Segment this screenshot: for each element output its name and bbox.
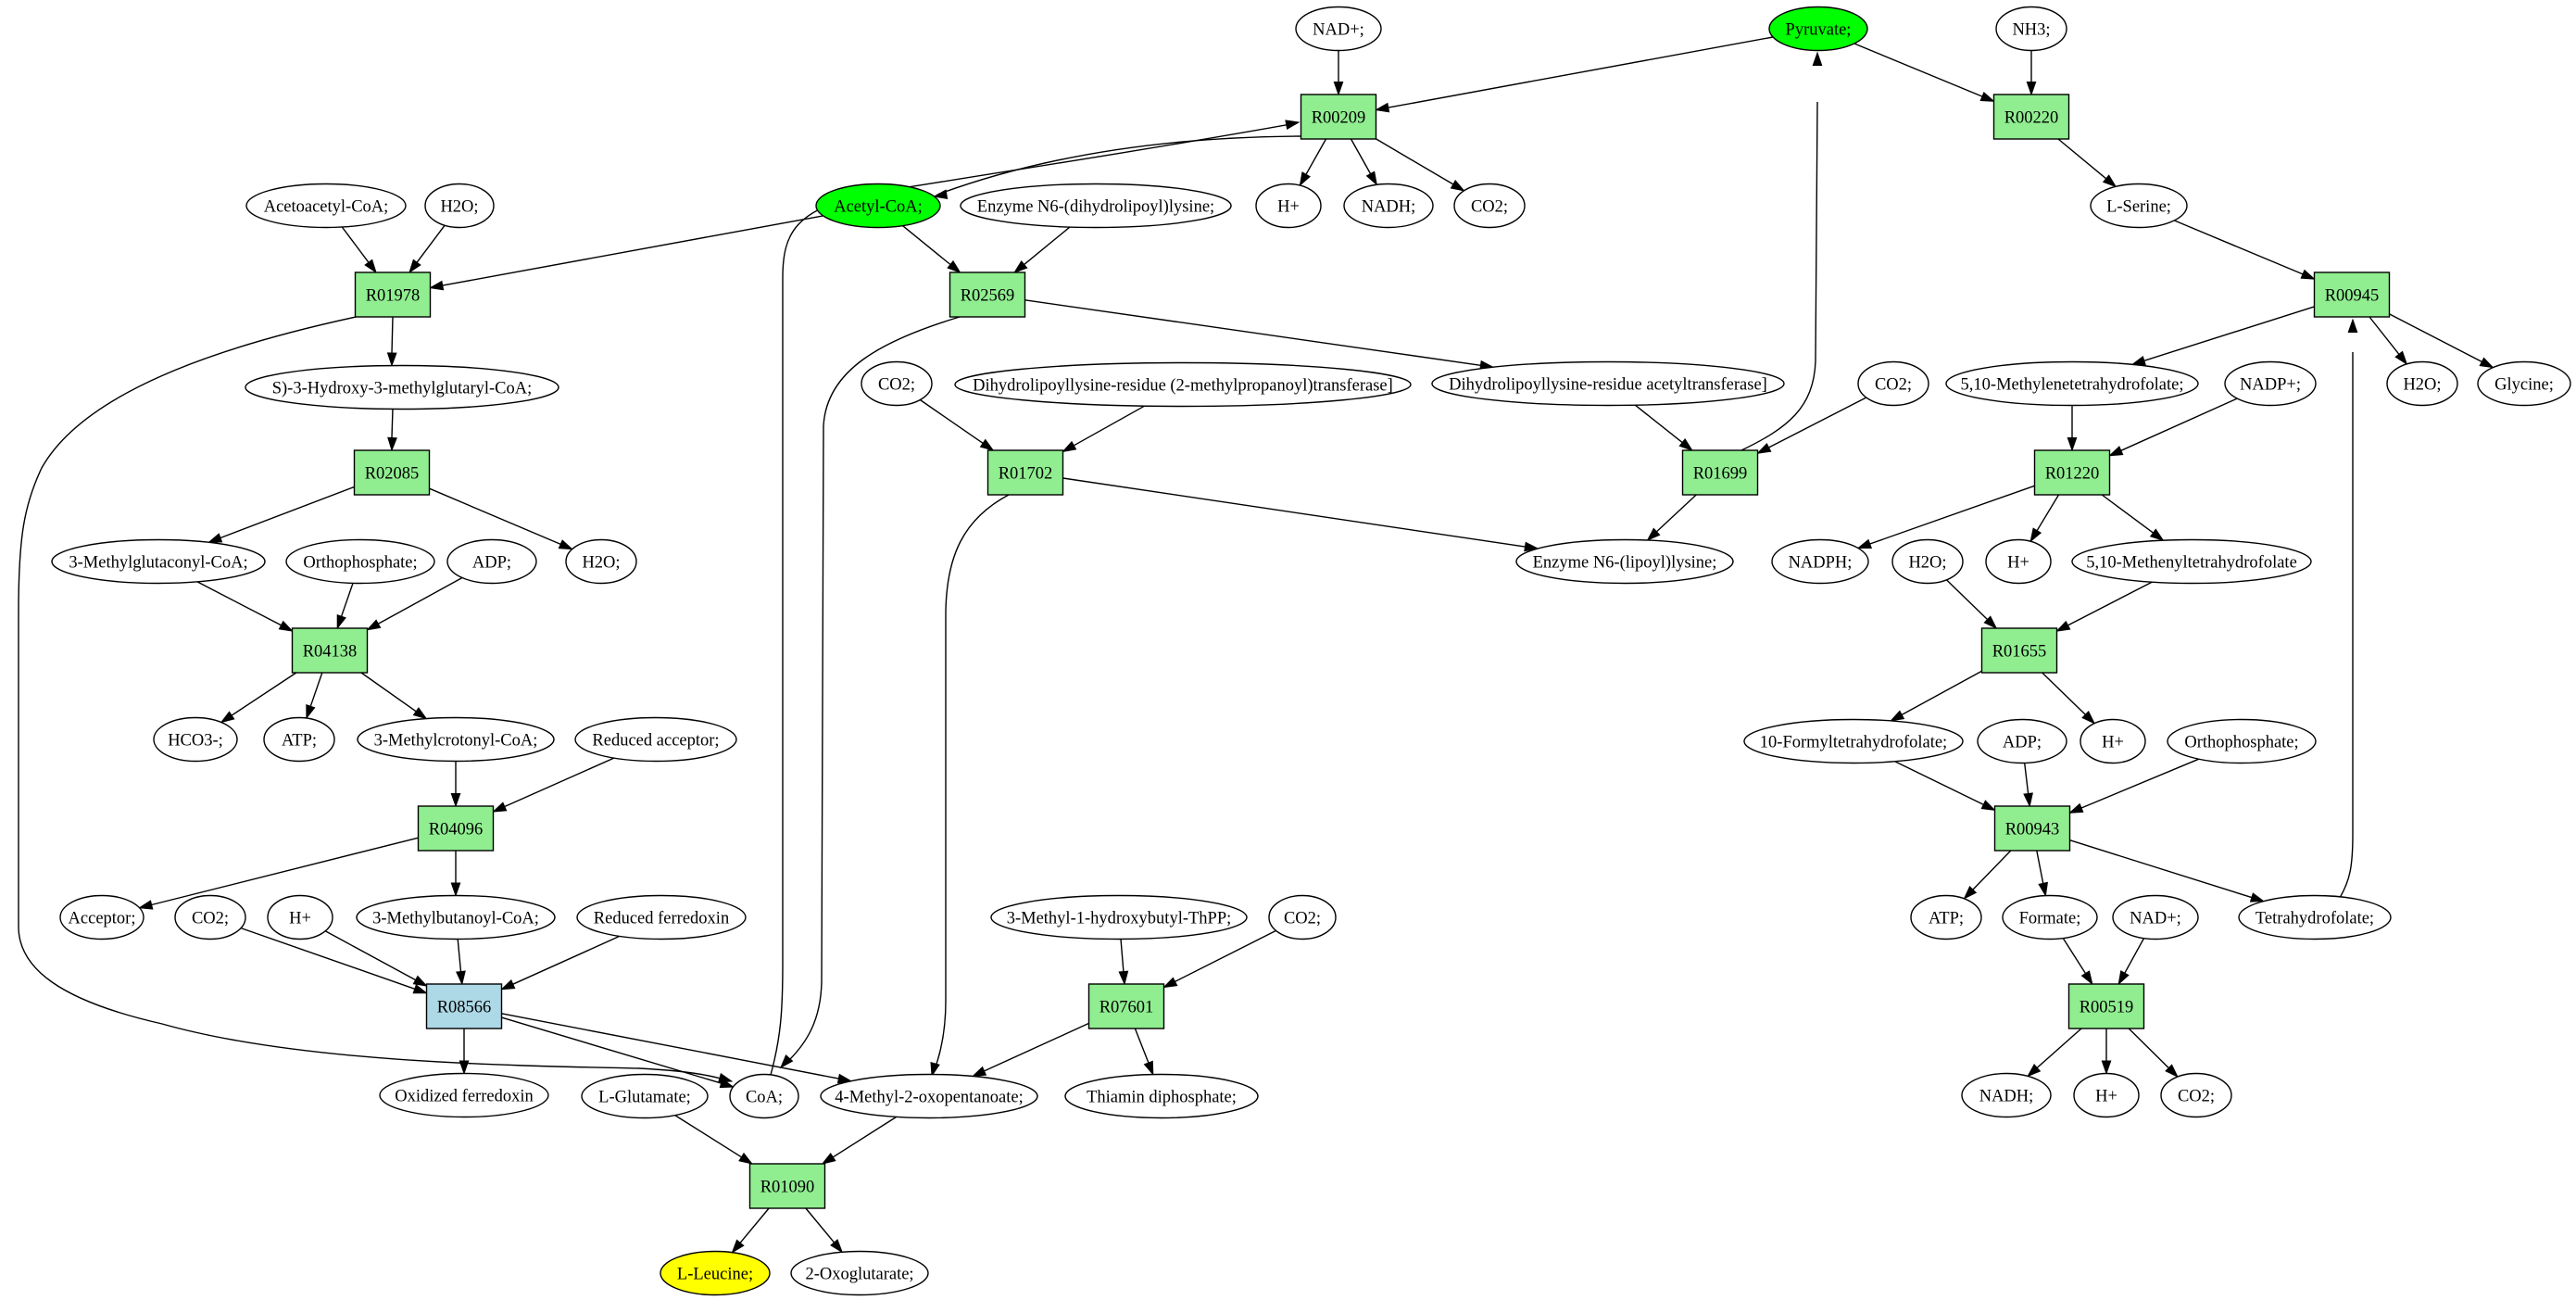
svg-text:2-Oxoglutarate;: 2-Oxoglutarate;	[805, 1266, 913, 1284]
svg-text:HCO3-;: HCO3-;	[168, 732, 223, 751]
svg-text:H+: H+	[289, 910, 311, 928]
svg-text:H+: H+	[2007, 554, 2029, 573]
svg-text:Enzyme N6-(dihydrolipoyl)lysin: Enzyme N6-(dihydrolipoyl)lysine;	[977, 198, 1214, 217]
svg-text:H2O;: H2O;	[2403, 376, 2441, 395]
svg-text:CO2;: CO2;	[2178, 1088, 2215, 1106]
svg-text:Enzyme N6-(lipoyl)lysine;: Enzyme N6-(lipoyl)lysine;	[1533, 554, 1717, 573]
svg-text:R02569: R02569	[961, 287, 1015, 306]
svg-text:ATP;: ATP;	[282, 732, 317, 751]
svg-text:H+: H+	[2095, 1088, 2117, 1106]
svg-text:Orthophosphate;: Orthophosphate;	[2184, 734, 2298, 752]
svg-text:CO2;: CO2;	[1471, 198, 1508, 217]
svg-text:CO2;: CO2;	[1875, 376, 1912, 395]
svg-text:Acceptor;: Acceptor;	[69, 910, 136, 928]
svg-text:NADH;: NADH;	[1979, 1088, 2034, 1106]
svg-text:NAD+;: NAD+;	[1313, 21, 1364, 40]
svg-text:Reduced acceptor;: Reduced acceptor;	[592, 732, 719, 751]
svg-text:NAD+;: NAD+;	[2130, 910, 2181, 928]
svg-text:R08566: R08566	[437, 999, 492, 1017]
svg-text:3-Methyl-1-hydroxybutyl-ThPP;: 3-Methyl-1-hydroxybutyl-ThPP;	[1007, 910, 1232, 928]
svg-text:4-Methyl-2-oxopentanoate;: 4-Methyl-2-oxopentanoate;	[835, 1089, 1023, 1107]
svg-text:NADH;: NADH;	[1362, 198, 1416, 217]
svg-text:H2O;: H2O;	[582, 554, 620, 573]
svg-text:R01090: R01090	[760, 1179, 815, 1197]
svg-text:R04096: R04096	[429, 821, 484, 839]
svg-text:Dihydrolipoyllysine-residue (2: Dihydrolipoyllysine-residue (2-methylpro…	[973, 377, 1393, 396]
svg-text:3-Methylcrotonyl-CoA;: 3-Methylcrotonyl-CoA;	[374, 732, 538, 751]
svg-text:5,10-Methenyltetrahydrofolate: 5,10-Methenyltetrahydrofolate	[2086, 554, 2297, 573]
svg-text:CO2;: CO2;	[878, 376, 915, 395]
svg-text:NADP+;: NADP+;	[2240, 376, 2301, 395]
svg-text:Reduced ferredoxin: Reduced ferredoxin	[594, 910, 729, 928]
svg-text:L-Serine;: L-Serine;	[2106, 198, 2171, 217]
svg-text:3-Methylglutaconyl-CoA;: 3-Methylglutaconyl-CoA;	[69, 554, 247, 573]
svg-text:R00519: R00519	[2080, 999, 2134, 1017]
svg-text:Acetyl-CoA;: Acetyl-CoA;	[834, 198, 923, 217]
svg-text:R00209: R00209	[1312, 109, 1366, 128]
svg-text:Formate;: Formate;	[2019, 910, 2081, 928]
svg-text:R01978: R01978	[366, 287, 421, 306]
svg-text:5,10-Methylenetetrahydrofolate: 5,10-Methylenetetrahydrofolate;	[1961, 376, 2184, 395]
svg-text:R01655: R01655	[1992, 643, 2047, 662]
svg-text:L-Leucine;: L-Leucine;	[677, 1266, 753, 1284]
svg-text:R04138: R04138	[303, 643, 358, 662]
svg-text:Oxidized ferredoxin: Oxidized ferredoxin	[395, 1088, 533, 1106]
svg-text:10-Formyltetrahydrofolate;: 10-Formyltetrahydrofolate;	[1760, 734, 1947, 752]
svg-text:R01220: R01220	[2045, 465, 2100, 484]
svg-text:ATP;: ATP;	[1929, 910, 1964, 928]
svg-text:R02085: R02085	[365, 465, 420, 484]
svg-text:Thiamin diphosphate;: Thiamin diphosphate;	[1087, 1089, 1237, 1107]
svg-text:Orthophosphate;: Orthophosphate;	[303, 554, 417, 573]
svg-text:3-Methylbutanoyl-CoA;: 3-Methylbutanoyl-CoA;	[372, 910, 539, 928]
svg-text:Dihydrolipoyllysine-residue ac: Dihydrolipoyllysine-residue acetyltransf…	[1449, 376, 1767, 395]
svg-text:NADPH;: NADPH;	[1789, 554, 1853, 573]
svg-text:L-Glutamate;: L-Glutamate;	[598, 1089, 691, 1107]
svg-text:H2O;: H2O;	[1908, 554, 1946, 573]
svg-text:NH3;: NH3;	[2012, 21, 2050, 40]
svg-text:Tetrahydrofolate;: Tetrahydrofolate;	[2256, 910, 2374, 928]
svg-text:CO2;: CO2;	[1284, 910, 1321, 928]
svg-text:Glycine;: Glycine;	[2494, 376, 2554, 395]
svg-text:ADP;: ADP;	[2003, 734, 2042, 752]
svg-text:R07601: R07601	[1100, 999, 1154, 1017]
svg-text:CoA;: CoA;	[746, 1089, 783, 1107]
svg-text:Acetoacetyl-CoA;: Acetoacetyl-CoA;	[264, 198, 389, 217]
svg-text:R00943: R00943	[2005, 821, 2060, 839]
svg-text:Pyruvate;: Pyruvate;	[1786, 21, 1852, 40]
svg-text:H+: H+	[1277, 198, 1300, 217]
svg-text:H2O;: H2O;	[440, 198, 478, 217]
svg-text:S)-3-Hydroxy-3-methylglutaryl-: S)-3-Hydroxy-3-methylglutaryl-CoA;	[272, 380, 533, 398]
svg-text:CO2;: CO2;	[192, 910, 229, 928]
svg-text:R00220: R00220	[2004, 109, 2059, 128]
svg-text:R01699: R01699	[1693, 465, 1748, 484]
svg-text:R01702: R01702	[999, 465, 1053, 484]
svg-text:ADP;: ADP;	[472, 554, 511, 573]
svg-text:H+: H+	[2102, 734, 2124, 752]
svg-text:R00945: R00945	[2325, 287, 2380, 306]
